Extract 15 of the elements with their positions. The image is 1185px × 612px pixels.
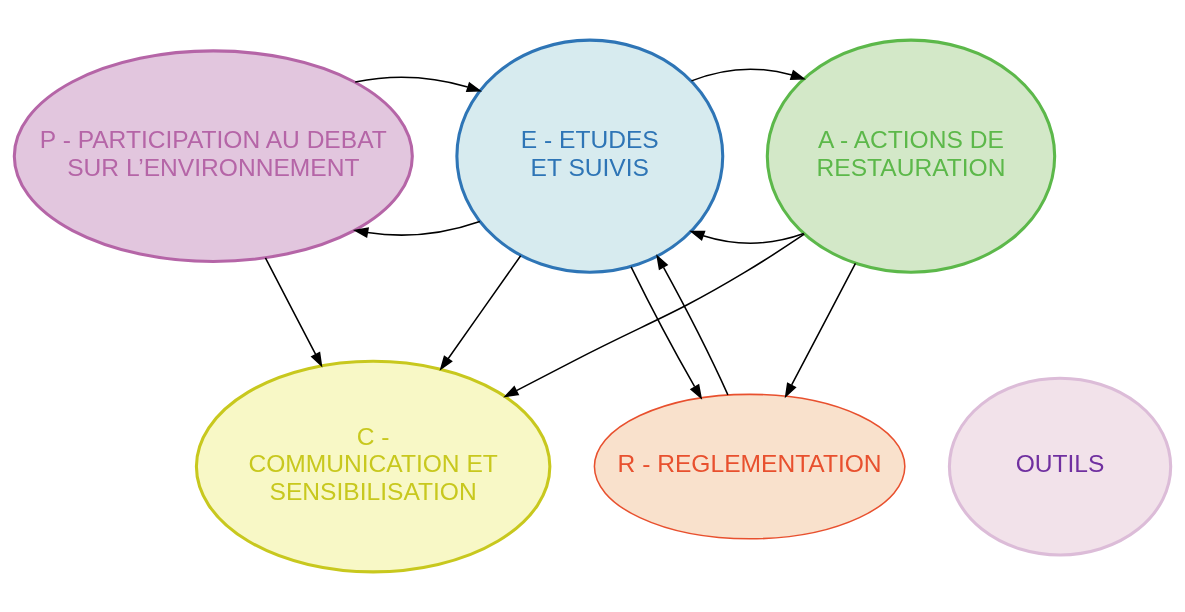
node-ellipse: OUTILS [947,376,1173,557]
node-ellipse: R - REGLEMENTATION [593,393,906,540]
node-ellipse: P - PARTICIPATION AU DEBAT SUR L’ENVIRONNEMENT [12,49,414,263]
arrow [264,257,323,368]
node-ellipse: A - ACTIONS DE RESTAURATION [765,38,1057,274]
node-ellipse: C - COMMUNICATION ET SENSIBILISATION [194,359,552,574]
arrow [690,68,806,82]
arrow [656,254,729,396]
arrow [354,76,483,92]
arrow [630,266,703,400]
arrow [689,230,805,244]
arrow [503,233,806,398]
arrow [352,220,481,238]
arrow [439,255,522,371]
arrow [784,262,857,399]
